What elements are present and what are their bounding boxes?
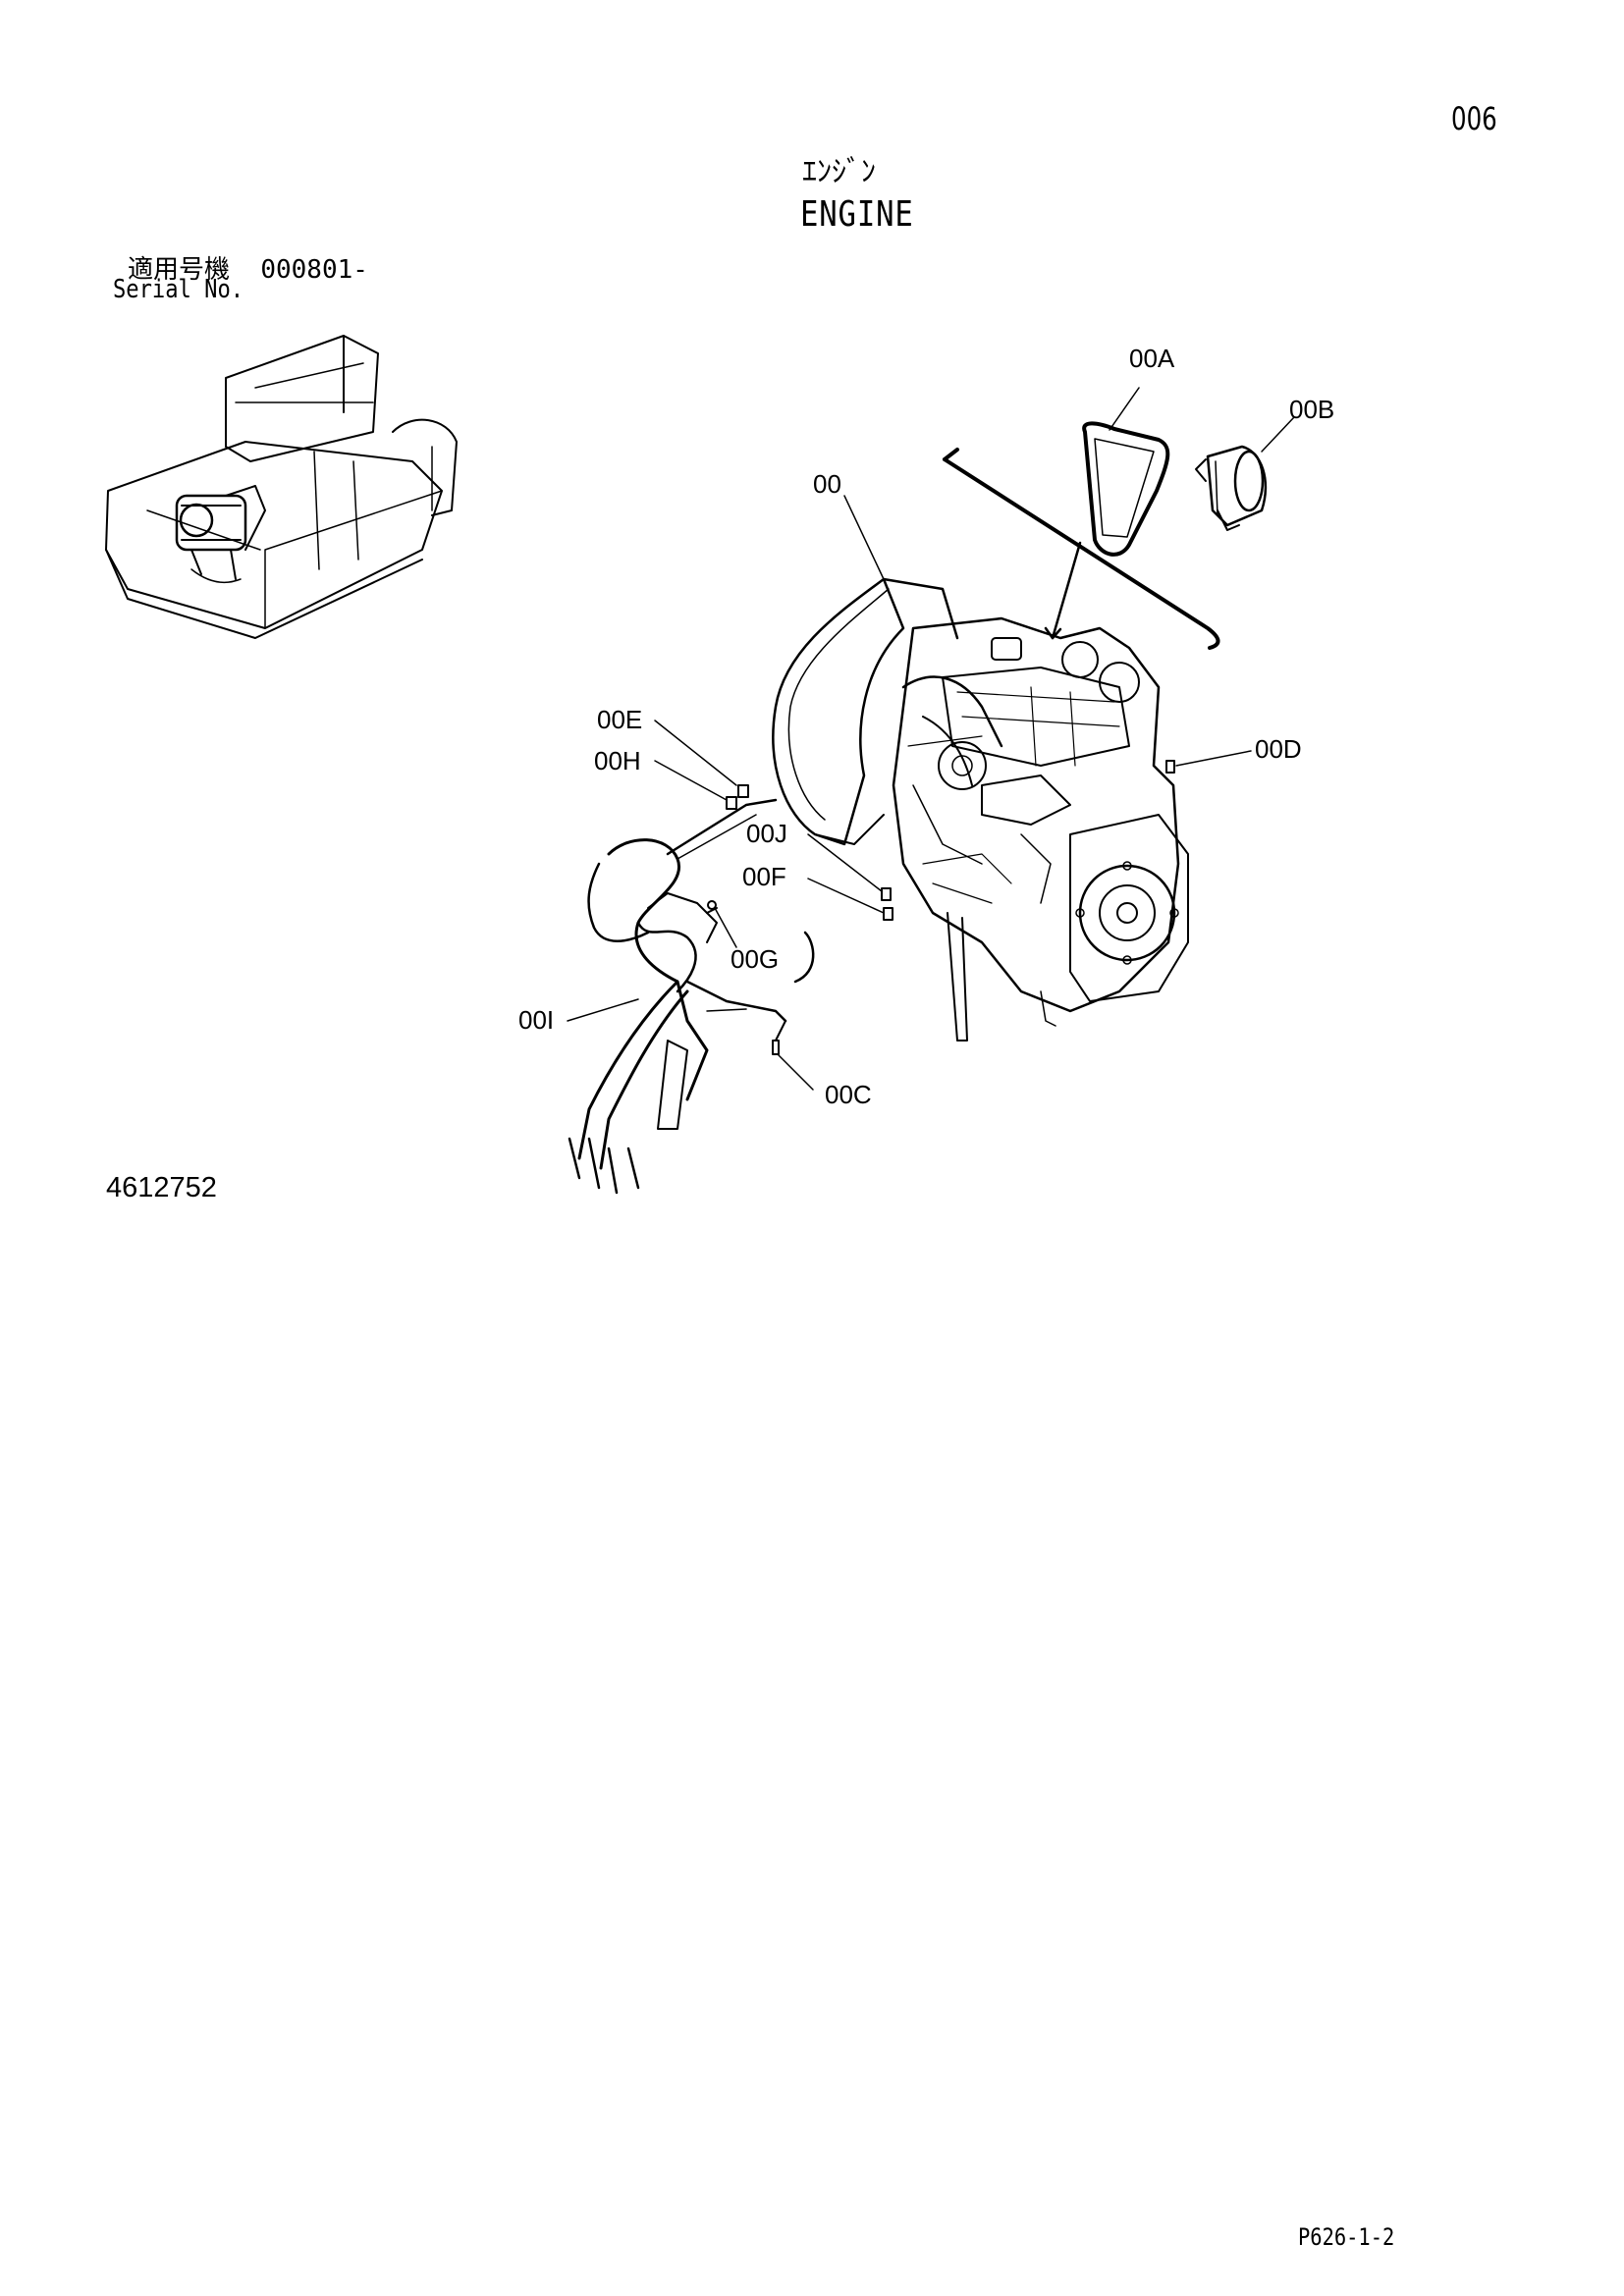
page-footer-code: P626-1-2	[1298, 2223, 1395, 2251]
page-title: ENGINE	[800, 194, 914, 235]
callout-00a: 00A	[1129, 344, 1175, 373]
callout-00b: 00B	[1289, 395, 1335, 424]
serial-value: 000801-	[260, 255, 368, 285]
serial-applicability: 適用号機 000801-	[128, 249, 368, 286]
serial-label-jp: 適用号機	[128, 255, 231, 285]
title-japanese: ｴﾝｼﾞﾝ	[802, 155, 876, 189]
part-00d	[1165, 760, 1175, 774]
engine-assembly	[772, 577, 1189, 1041]
page-number: 006	[1451, 100, 1497, 137]
serial-label-en: Serial No.	[113, 275, 244, 304]
callout-00f: 00F	[742, 862, 786, 891]
part-00e	[737, 784, 749, 798]
v-belt-part	[1082, 421, 1170, 557]
callout-00e: 00E	[597, 705, 643, 734]
part-00h	[726, 796, 737, 810]
part-00f	[883, 907, 893, 921]
part-00j	[881, 887, 892, 901]
wiring-harness	[568, 798, 815, 1195]
sensor-part	[1195, 445, 1268, 531]
callout-00i: 00I	[518, 1005, 555, 1035]
callout-00g: 00G	[731, 944, 780, 974]
callout-00j: 00J	[746, 819, 787, 848]
callout-00c: 00C	[825, 1080, 872, 1109]
callout-00h: 00H	[594, 746, 641, 775]
part-00c	[772, 1040, 780, 1055]
machine-location-thumbnail	[105, 335, 458, 639]
drawing-part-number: 4612752	[106, 1172, 217, 1203]
callout-00: 00	[813, 469, 841, 499]
callout-00d: 00D	[1255, 734, 1302, 764]
